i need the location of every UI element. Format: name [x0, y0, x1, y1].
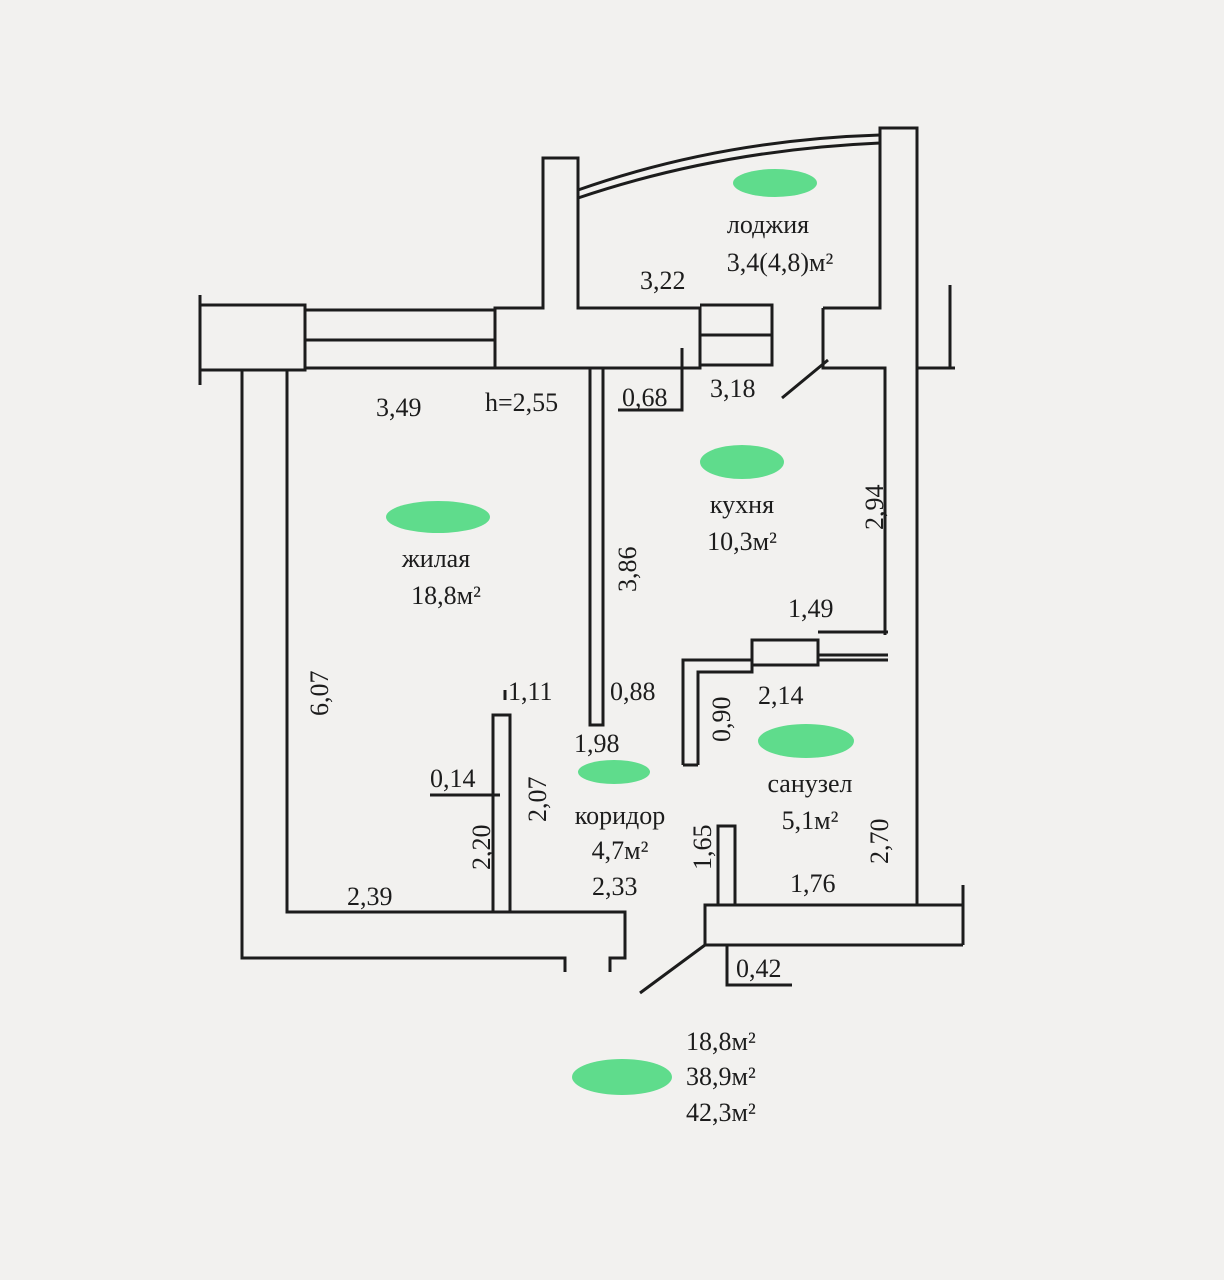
- living-name: жилая: [401, 544, 470, 573]
- window-living: [305, 308, 495, 370]
- dim-leader: [430, 690, 507, 797]
- dim-2-94: 2,94: [860, 485, 889, 531]
- kitchen-area: 10,3м²: [707, 527, 777, 556]
- dim-1-11: 1,11: [508, 677, 553, 706]
- dim-0-90: 0,90: [707, 697, 736, 743]
- dim-0-68: 0,68: [622, 383, 668, 412]
- right-outer-wall: [915, 285, 965, 945]
- dim-1-65: 1,65: [688, 825, 717, 871]
- redaction-marks: [386, 169, 854, 1095]
- loggia-window-arc: [577, 133, 881, 200]
- bathroom-top-wall: [681, 630, 888, 767]
- corridor-area: 4,7м²: [592, 836, 649, 865]
- loggia-name: лоджия: [727, 210, 809, 239]
- dim-3-86: 3,86: [613, 547, 642, 593]
- door-swing-lines: [639, 358, 829, 995]
- corridor-name: коридор: [575, 801, 665, 830]
- bathroom-bottom-wall: [703, 824, 963, 947]
- walls: [198, 126, 965, 995]
- bathroom-name: санузел: [767, 769, 852, 798]
- dim-1-98: 1,98: [574, 729, 620, 758]
- dim-0-88: 0,88: [610, 677, 656, 706]
- bathroom-area: 5,1м²: [782, 806, 839, 835]
- left-top-block: [198, 295, 307, 385]
- loggia-area: 3,4(4,8)м²: [727, 248, 834, 277]
- dim-2-07: 2,07: [523, 777, 552, 823]
- total-living-area: 18,8м²: [686, 1027, 756, 1056]
- partition-wall: [588, 368, 605, 727]
- living-area: 18,8м²: [411, 581, 481, 610]
- dim-2-39: 2,39: [347, 882, 393, 911]
- dim-1-76: 1,76: [790, 869, 836, 898]
- dim-2-70: 2,70: [865, 819, 894, 865]
- dim-0-14: 0,14: [430, 764, 476, 793]
- right-column: [821, 126, 955, 635]
- total-area: 38,9м²: [686, 1062, 756, 1091]
- balcony-door: [618, 303, 774, 412]
- height-label: h=2,55: [485, 388, 558, 417]
- dim-2-33: 2,33: [592, 872, 638, 901]
- kitchen-name: кухня: [710, 490, 774, 519]
- dim-3-18: 3,18: [710, 374, 756, 403]
- dim-3-49: 3,49: [376, 393, 422, 422]
- corridor-partition: [491, 713, 512, 912]
- dim-1-49: 1,49: [788, 594, 834, 623]
- dim-3-22: 3,22: [640, 266, 686, 295]
- dim-0-42: 0,42: [736, 954, 782, 983]
- dim-2-20: 2,20: [467, 825, 496, 871]
- total-area-with-loggia: 42,3м²: [686, 1098, 756, 1127]
- dim-2-14: 2,14: [758, 681, 804, 710]
- dim-6-07: 6,07: [305, 671, 334, 717]
- left-wall: [240, 370, 627, 972]
- center-column: [493, 156, 702, 370]
